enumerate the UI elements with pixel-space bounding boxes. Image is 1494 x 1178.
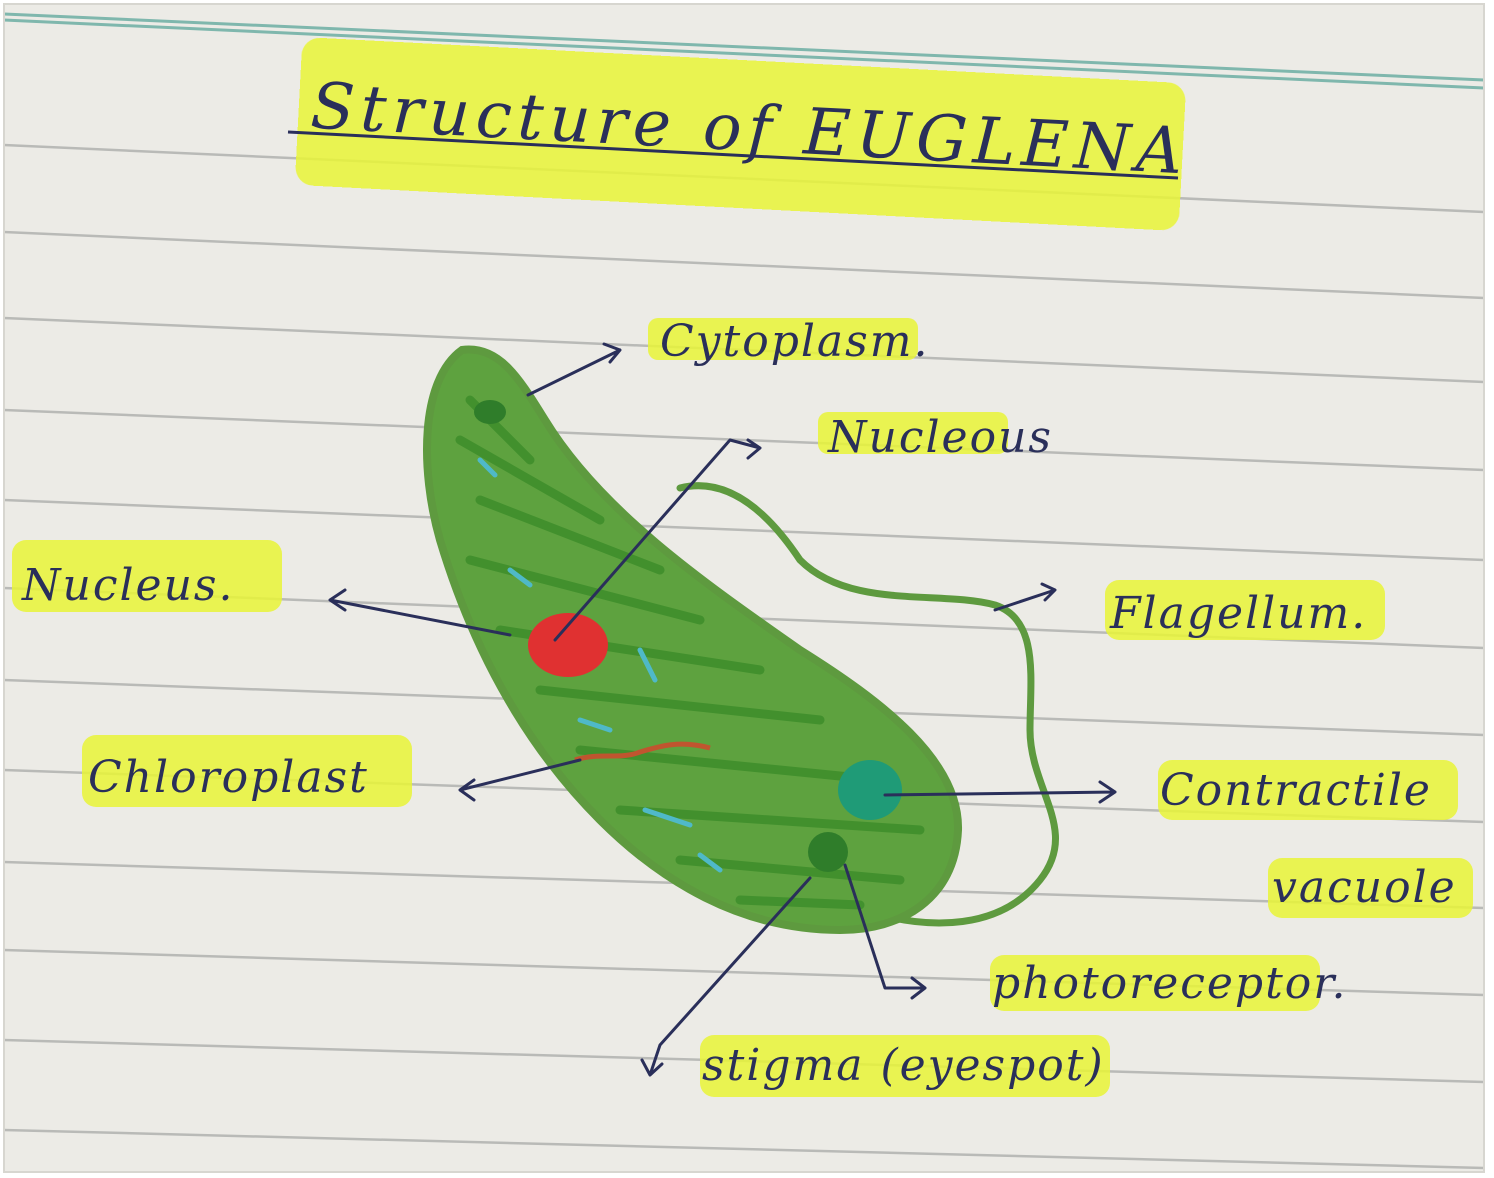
label-vacuole: vacuole — [1272, 862, 1457, 913]
label-contractile: Contractile — [1160, 765, 1432, 816]
label-chloroplast: Chloroplast — [88, 752, 369, 803]
label-nucleous: Nucleous — [827, 412, 1053, 463]
reservoir-dark-spot — [474, 400, 506, 424]
label-photoreceptor: photoreceptor. — [992, 958, 1347, 1009]
contractile-vacuole — [838, 760, 902, 820]
label-nucleus: Nucleus. — [21, 560, 235, 611]
label-cytoplasm: Cytoplasm. — [660, 316, 929, 367]
label-stigma: stigma (eyespot) — [702, 1040, 1105, 1091]
label-flagellum: Flagellum. — [1109, 588, 1367, 639]
nucleus — [528, 613, 608, 677]
photoreceptor — [808, 832, 848, 872]
